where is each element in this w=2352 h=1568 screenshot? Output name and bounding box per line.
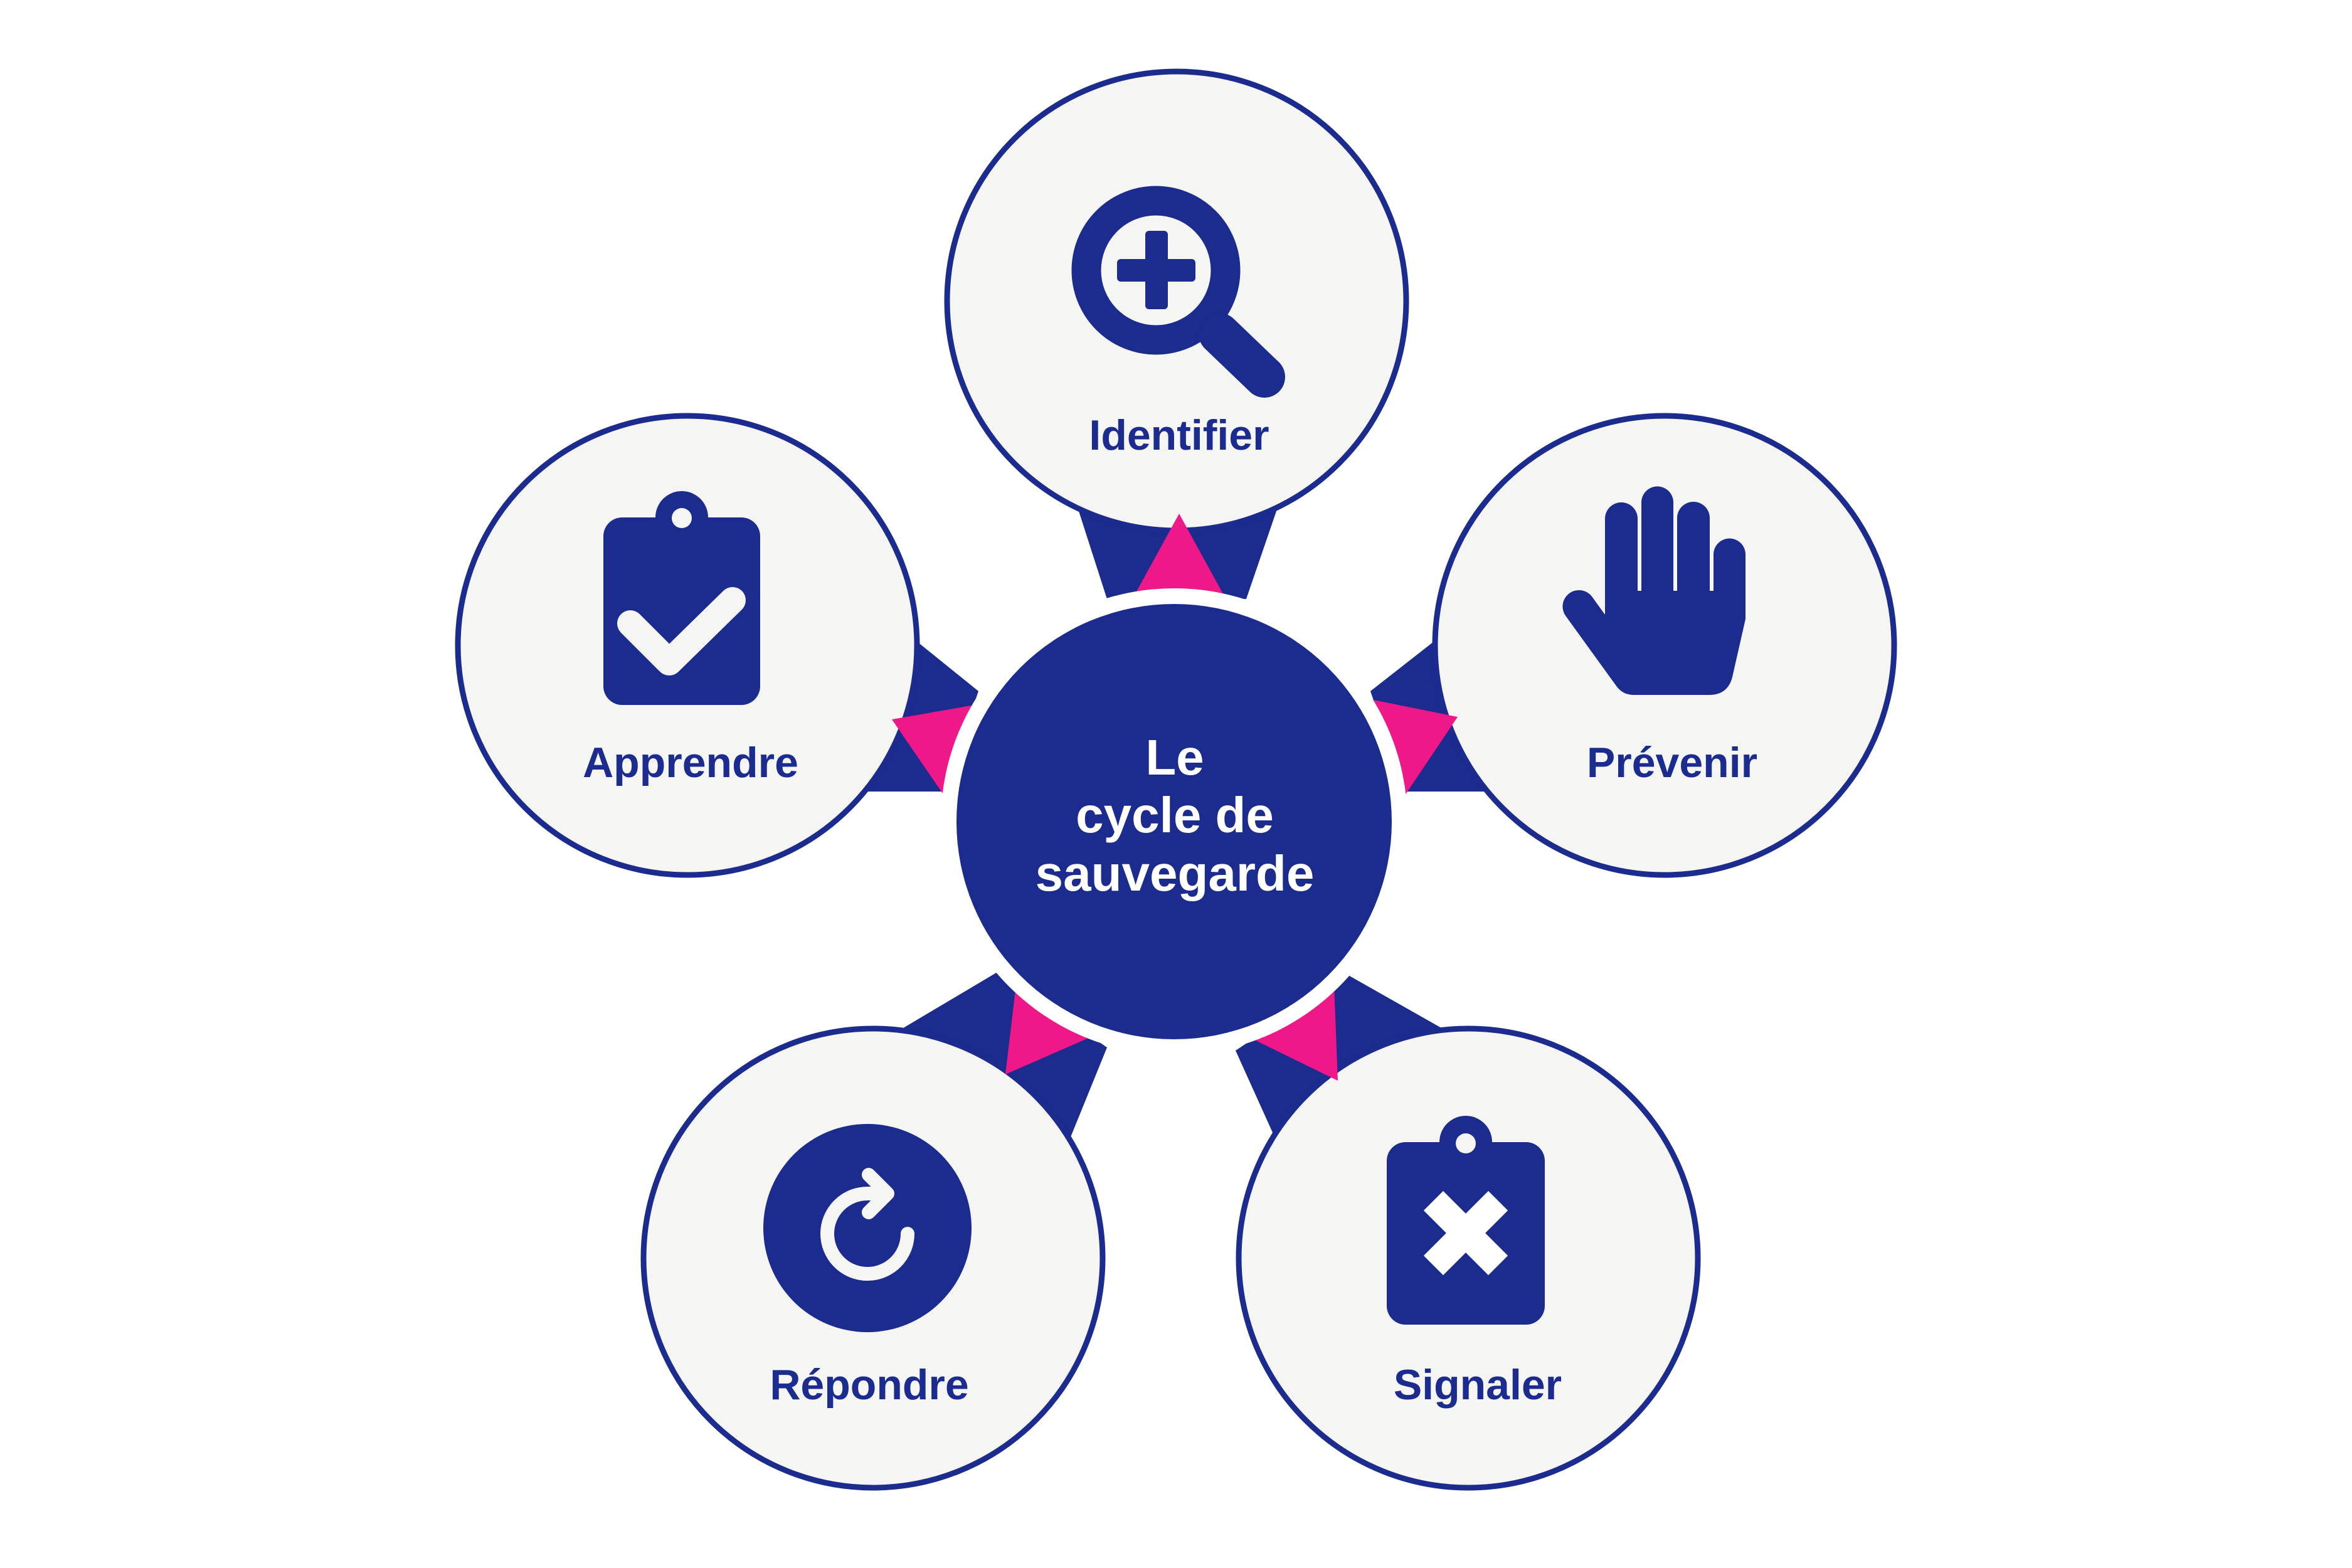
node-label-prevenir: Prévenir [1587,739,1757,787]
center-title-line-3: sauvegarde [1036,845,1315,901]
clipboard-check-icon [603,491,760,705]
magnifier-plus-icon [1071,186,1285,398]
arrow-triangle-signaler [1254,985,1338,1081]
raised-hand-icon [1562,486,1746,695]
node-label-repondre: Répondre [770,1361,968,1409]
node-identifier [944,68,1409,534]
arrow-triangle-prevenir [1370,699,1458,795]
center-hub-circle [956,604,1392,1039]
arrow-triangles [892,514,1458,1081]
node-label-identifier: Identifier [1089,411,1269,459]
node-circle [944,68,1409,534]
arrow-triangle-repondre [1005,985,1091,1074]
circular-arrow-icon [763,1124,972,1332]
node-label-apprendre: Apprendre [583,739,798,787]
arrow-triangle-identifier [1129,514,1229,605]
center-title-line-1: Le [1145,729,1204,785]
clipboard-x-icon [1387,1116,1545,1325]
center-hub: Le cycle de sauvegarde [941,588,1407,1055]
arrow-triangle-apprendre [892,704,982,795]
center-title-line-2: cycle de [1076,787,1274,843]
node-label-signaler: Signaler [1394,1361,1562,1409]
